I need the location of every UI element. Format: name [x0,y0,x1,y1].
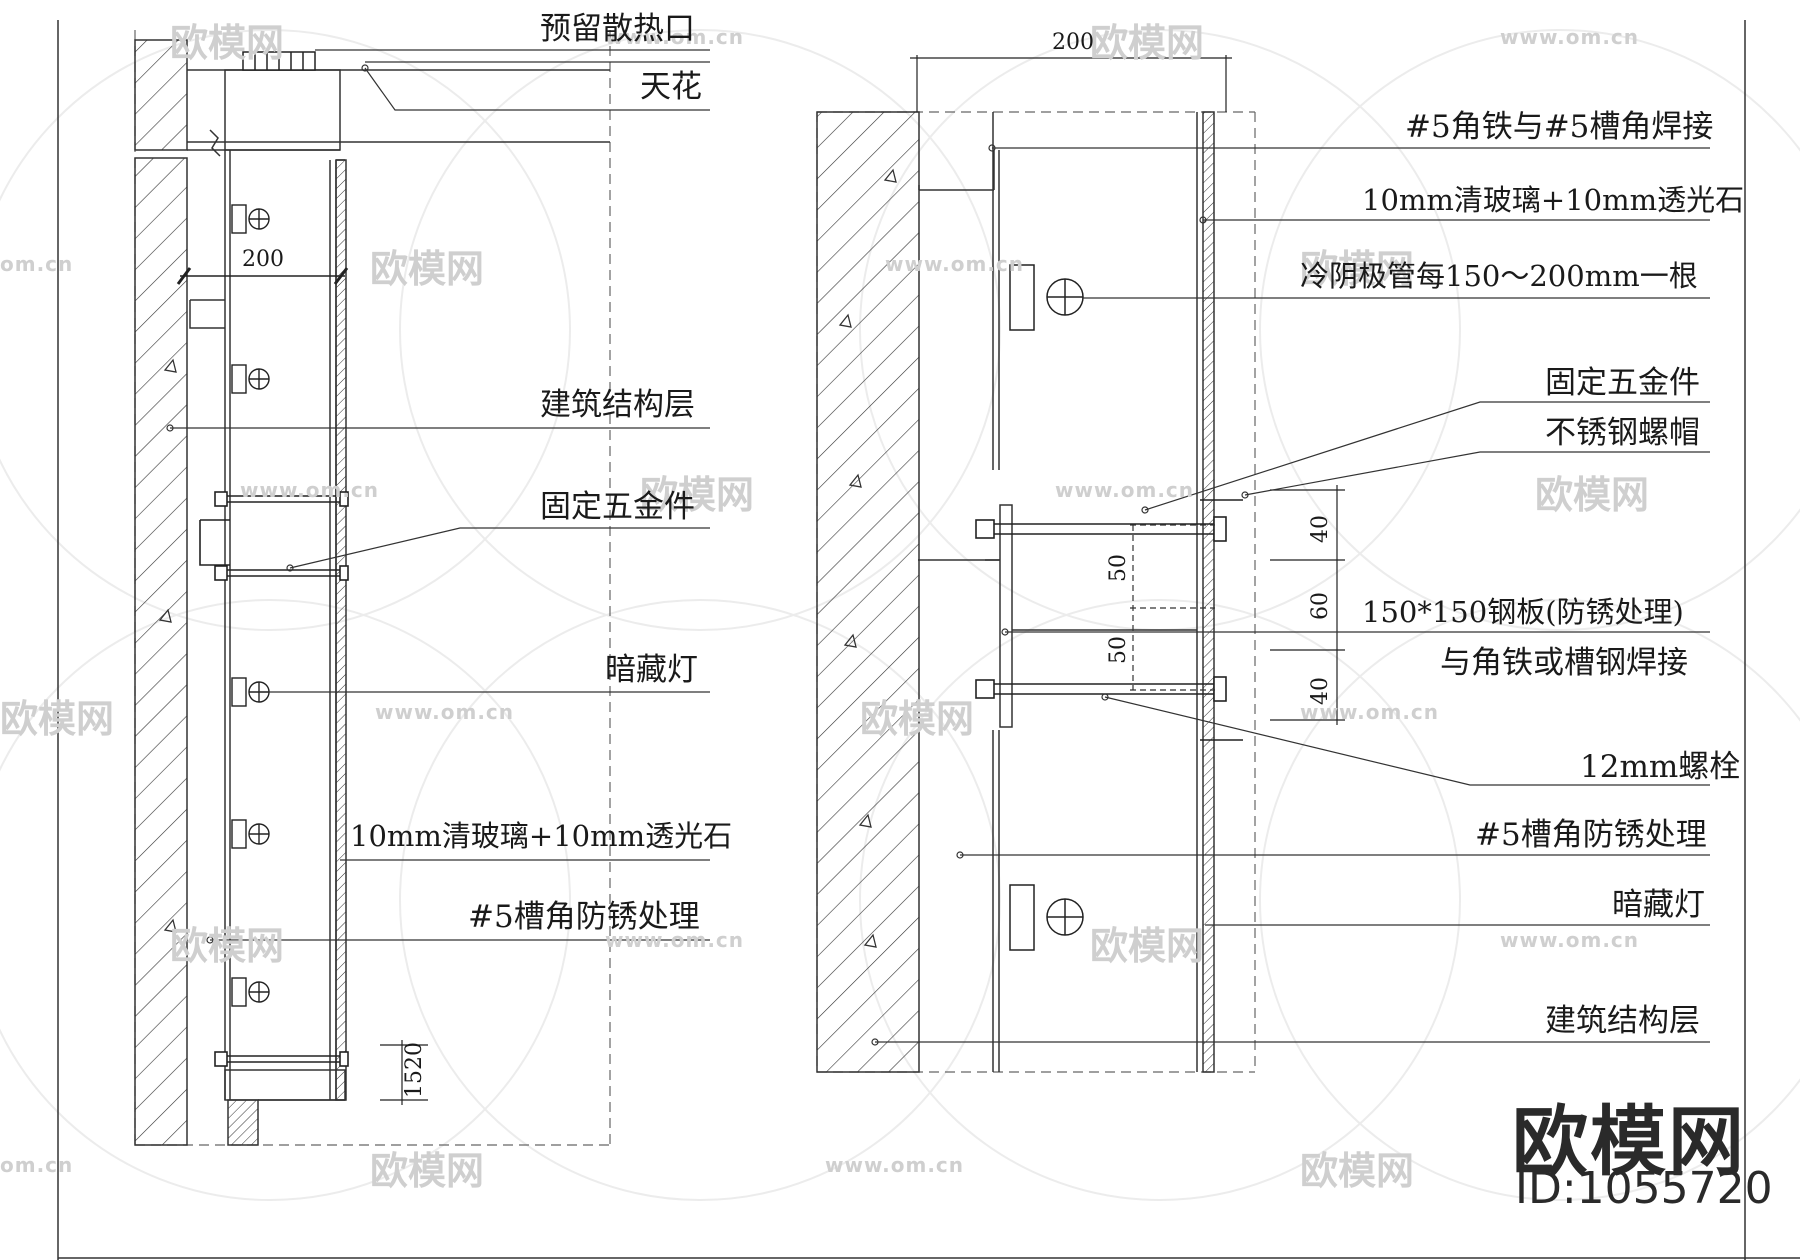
brand-logo-text: 欧模网 [1512,1097,1746,1186]
label-structure: 建筑结构层 [1545,1003,1700,1039]
watermark-url: www.om.cn [375,700,515,724]
watermark-url: www.om.cn [885,252,1025,276]
dim-label: 200 [242,247,284,272]
right-wall [816,111,920,1073]
lamp-icons [231,204,270,1007]
watermark-url: www.om.cn [1500,928,1640,952]
watermark-url: www.om.cn [605,25,745,49]
label-glass: 10mm清玻璃+10mm透光石 [1362,183,1745,217]
watermark-logo: 欧模网 [370,247,485,291]
right-inner-dims [1130,524,1215,691]
left-ceiling [187,69,610,157]
watermark-logo: 欧模网 [1300,1149,1415,1193]
left-dim-200 [176,267,349,285]
label-glass: 10mm清玻璃+10mm透光石 [350,819,733,853]
dim-label: 40 [1308,515,1333,543]
watermark-url: www.om.cn [605,928,745,952]
watermark-logo: 欧模网 [1090,21,1205,65]
dim-label: 50 [1106,636,1131,664]
left-leaders [166,49,710,944]
angle-bracket [189,299,225,329]
watermark-logo: 欧模网 [1090,924,1205,968]
label-vent: 预留散热口 [540,11,695,47]
label-weld: #5角铁与#5槽角焊接 [1405,109,1714,145]
watermark-logo: 欧模网 [0,697,115,741]
watermark-logo: 欧模网 [1535,473,1650,517]
right-frame [918,111,1215,1073]
label-hidden-light: 暗藏灯 [1612,887,1705,923]
steel-plate [918,504,1197,728]
label-channel: #5槽角防锈处理 [1475,817,1707,853]
label-channel: #5槽角防锈处理 [468,899,700,935]
watermark-logo: 欧模网 [170,21,285,65]
watermark-logo: 欧模网 [860,697,975,741]
left-dim-1520 [380,1040,428,1105]
dim-label: 200 [1052,30,1094,55]
sheet-frame [57,20,1800,1260]
dim-label: 1520 [402,1042,427,1098]
label-cap: 不锈钢螺帽 [1545,415,1700,451]
right-dim-chain [1270,485,1345,725]
dim-label: 60 [1308,592,1333,620]
watermark-url: www.om.cn [240,478,380,502]
vent-grill-icon [242,51,316,71]
label-tube: 冷阴极管每150～200mm一根 [1300,259,1698,293]
label-plate-weld: 与角铁或槽钢焊接 [1440,645,1688,681]
label-hardware: 固定五金件 [1545,365,1700,401]
right-detail [816,55,1710,1073]
left-bolts [199,491,349,1067]
dim-label: 40 [1308,677,1333,705]
label-hidden-light: 暗藏灯 [605,652,698,688]
dim-label: 50 [1106,554,1131,582]
watermark-arcs [0,29,1800,1201]
right-leaders [871,144,1710,1046]
watermark-url: www.om.cn [1300,700,1440,724]
watermark-logo: 欧模网 [1300,247,1415,291]
left-detail [134,30,710,1146]
watermark-url: www.om.cn [1500,25,1640,49]
left-wall-upper [134,39,188,151]
left-frame [224,150,347,1146]
label-bolt: 12mm螺栓 [1580,749,1741,785]
watermark-url: om.cn [0,1153,74,1177]
label-hardware: 固定五金件 [540,489,695,525]
watermark-url: www.om.cn [825,1153,965,1177]
label-ceiling: 天花 [640,69,702,105]
watermark-logo: 欧模网 [640,473,755,517]
left-wall [134,157,188,1146]
watermark-logo: 欧模网 [370,1149,485,1193]
label-structure: 建筑结构层 [540,387,695,423]
watermark-url: om.cn [0,252,74,276]
right-lamp-icons [1009,264,1084,951]
right-dim-200 [910,55,1232,112]
watermark-logo: 欧模网 [170,924,285,968]
brand-id: ID:1055720 [1515,1163,1773,1214]
label-plate: 150*150钢板(防锈处理) [1362,595,1684,629]
right-bolts [975,499,1243,741]
watermark-url: www.om.cn [1055,478,1195,502]
